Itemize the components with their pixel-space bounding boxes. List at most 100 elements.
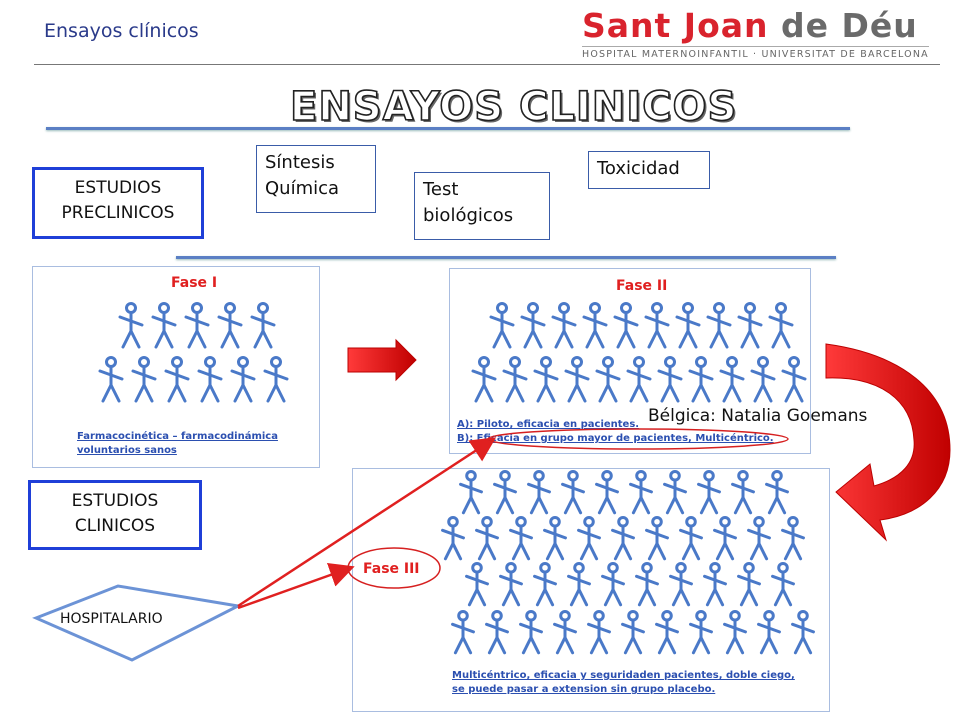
stick-figure (688, 356, 714, 403)
sintesis-quimica-box: Síntesis Química (256, 145, 376, 213)
stick-figure (197, 356, 223, 403)
belgica-annotation: Bélgica: Natalia Goemans (648, 406, 868, 426)
stick-figure (689, 609, 713, 655)
curved-arrow (825, 343, 951, 542)
estudios-preclinicos-box: ESTUDIOS PRECLINICOS (32, 167, 204, 239)
stick-figure (230, 356, 256, 403)
hospitalario-label: HOSPITALARIO (60, 611, 163, 627)
test-biologicos-box: Test biológicos (414, 172, 550, 240)
stick-figure (781, 356, 807, 403)
stick-figure (509, 515, 533, 561)
fase-1-caption-1: Farmacocinética – farmacodinámica (77, 431, 278, 442)
right-arrow (347, 338, 417, 382)
fase-2-caption-1: A): Piloto, eficacia en pacientes. (457, 419, 640, 430)
fase-3-panel: Fase III Multicéntrico, eficacia y segur… (352, 468, 830, 712)
stick-figure (706, 302, 732, 349)
stick-figure (768, 302, 794, 349)
logo-subtitle: HOSPITAL MATERNOINFANTIL · UNIVERSITAT D… (582, 46, 929, 60)
fase-3-title: Fase III (363, 561, 420, 577)
header-title: Ensayos clínicos (44, 20, 199, 42)
stick-figure (771, 561, 795, 607)
stick-figure (551, 302, 577, 349)
stick-figure (250, 302, 276, 349)
stick-figure (697, 469, 721, 515)
stick-figure (679, 515, 703, 561)
stick-figure (118, 302, 144, 349)
stick-figure (543, 515, 567, 561)
stick-figure (587, 609, 611, 655)
fase-1-caption-2: voluntarios sanos (77, 445, 177, 456)
stick-figure (533, 561, 557, 607)
stick-figure (757, 609, 781, 655)
stick-figure (499, 561, 523, 607)
stick-figure (553, 609, 577, 655)
fase-2-title: Fase II (616, 278, 668, 294)
stick-figure (519, 609, 543, 655)
stick-figure (595, 356, 621, 403)
fase-2-caption-2: B): Eficacia en grupo mayor de pacientes… (457, 433, 774, 444)
stick-figure (601, 561, 625, 607)
stick-figure (765, 469, 789, 515)
stick-figure (655, 609, 679, 655)
stick-figure (781, 515, 805, 561)
stick-figure (663, 469, 687, 515)
stick-figure (131, 356, 157, 403)
stick-figure (263, 356, 289, 403)
stick-figure (582, 302, 608, 349)
stick-figure (621, 609, 645, 655)
stick-figure (489, 302, 515, 349)
stick-figure (98, 356, 124, 403)
stick-figure (675, 302, 701, 349)
fase-1-title: Fase I (171, 275, 218, 291)
fase-2-panel: Fase II A): Piloto, eficacia en paciente… (449, 268, 811, 454)
stick-figure (459, 469, 483, 515)
stick-figure (719, 356, 745, 403)
stick-figure (626, 356, 652, 403)
stick-figure (451, 609, 475, 655)
stick-figure (151, 302, 177, 349)
header-divider (34, 64, 940, 65)
stick-figure (737, 302, 763, 349)
stick-figure (669, 561, 693, 607)
stick-figure (635, 561, 659, 607)
stick-figure (184, 302, 210, 349)
stick-figure (657, 356, 683, 403)
hospital-logo: Sant Joan de Déu HOSPITAL MATERNOINFANTI… (576, 6, 938, 64)
stick-figure (577, 515, 601, 561)
stick-figure (791, 609, 815, 655)
stick-figure (747, 515, 771, 561)
fase-1-panel: Fase I Farmacocinética – farmacodinámica… (32, 266, 320, 468)
stick-figure (493, 469, 517, 515)
fase-2-figures (471, 302, 807, 403)
stick-figure (441, 515, 465, 561)
fase-3-caption-1: Multicéntrico, eficacia y seguridaden pa… (452, 670, 795, 681)
stick-figure (611, 515, 635, 561)
stick-figure (564, 356, 590, 403)
toxicidad-box: Toxicidad (588, 151, 710, 189)
stick-figure (703, 561, 727, 607)
fase-3-figures (441, 469, 815, 655)
stick-figure (502, 356, 528, 403)
stick-figure (629, 469, 653, 515)
stick-figure (644, 302, 670, 349)
stick-figure (645, 515, 669, 561)
stick-figure (485, 609, 509, 655)
stick-figure (533, 356, 559, 403)
estudios-clinicos-box: ESTUDIOS CLINICOS (28, 480, 202, 550)
stick-figure (731, 469, 755, 515)
stick-figure (723, 609, 747, 655)
stick-figure (613, 302, 639, 349)
arrow-to-fase-3 (237, 562, 355, 610)
stick-figure (595, 469, 619, 515)
stick-figure (527, 469, 551, 515)
stick-figure (561, 469, 585, 515)
fase-3-caption-2: se puede pasar a extension sin grupo pla… (452, 684, 716, 695)
stick-figure (471, 356, 497, 403)
fase-1-figures (98, 302, 289, 403)
slide-title: ENSAYOS CLINICOS (289, 83, 738, 131)
stick-figure (520, 302, 546, 349)
stick-figure (475, 515, 499, 561)
stick-figure (567, 561, 591, 607)
stick-figure (750, 356, 776, 403)
stick-figure (164, 356, 190, 403)
